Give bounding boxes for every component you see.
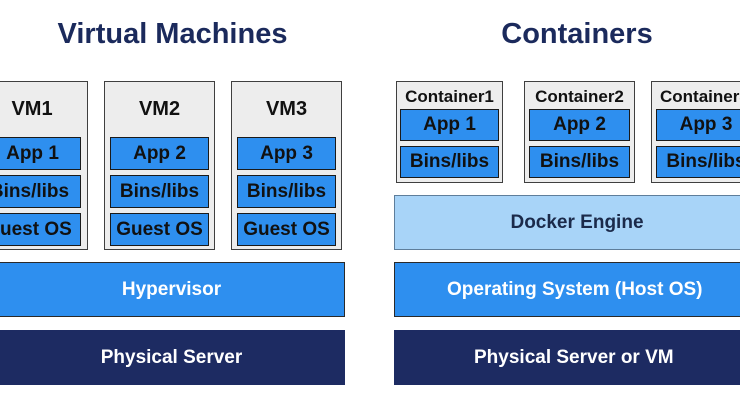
vm1-bins-cell: Bins/libs bbox=[0, 175, 81, 208]
container2-bins-cell: Bins/libs bbox=[529, 146, 630, 178]
vm-physical-server-layer: Physical Server bbox=[0, 330, 345, 385]
host-os-layer: Operating System (Host OS) bbox=[394, 262, 740, 317]
container-label-2: Container2 bbox=[535, 87, 624, 106]
vm3-app-cell: App 3 bbox=[237, 137, 336, 170]
container-physical-server-layer: Physical Server or VM bbox=[394, 330, 740, 385]
container1-bins-cell: Bins/libs bbox=[400, 146, 499, 178]
container3-bins-cell: Bins/libs bbox=[656, 146, 740, 178]
container2-app-cell: App 2 bbox=[529, 109, 630, 141]
container1-app-cell: App 1 bbox=[400, 109, 499, 141]
vm-label-1: VM1 bbox=[11, 98, 53, 120]
vm2-bins-cell: Bins/libs bbox=[110, 175, 209, 208]
vm-label-2: VM2 bbox=[138, 98, 181, 120]
vm-label-3: VM3 bbox=[265, 98, 308, 120]
vm3-guest-os-cell: Guest OS bbox=[237, 213, 336, 246]
vm1-guest-os-cell: Guest OS bbox=[0, 213, 81, 246]
vm2-guest-os-cell: Guest OS bbox=[110, 213, 209, 246]
vm1-app-cell: App 1 bbox=[0, 137, 81, 170]
containers-section-title: Containers bbox=[501, 18, 653, 50]
docker-engine-layer: Docker Engine bbox=[394, 195, 740, 250]
vm-section-title: Virtual Machines bbox=[57, 18, 288, 50]
vm2-app-cell: App 2 bbox=[110, 137, 209, 170]
container-label-1: Container1 bbox=[405, 87, 494, 106]
hypervisor-layer: Hypervisor bbox=[0, 262, 345, 317]
container-label-3: Container3 bbox=[660, 87, 740, 106]
container3-app-cell: App 3 bbox=[656, 109, 740, 141]
vm3-bins-cell: Bins/libs bbox=[237, 175, 336, 208]
